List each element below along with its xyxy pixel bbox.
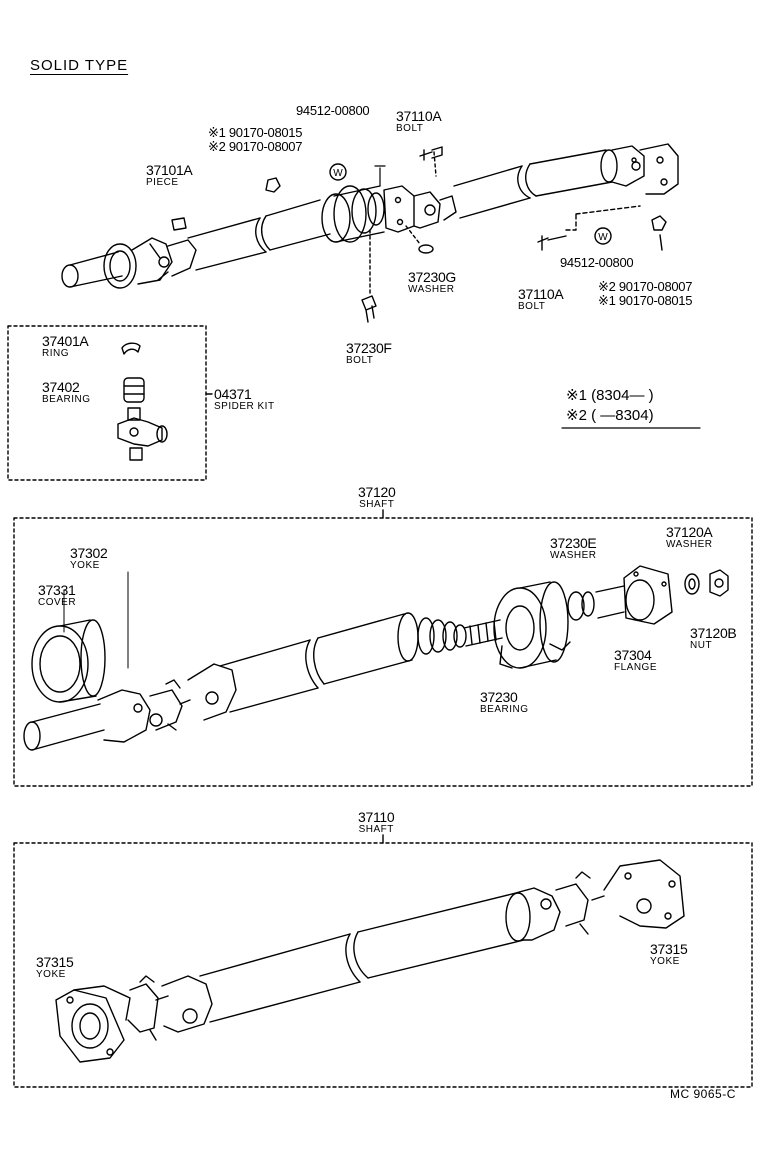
label-shaft-37120: 37120 SHAFT: [358, 484, 396, 510]
label-flange: 37304 FLANGE: [614, 648, 657, 673]
shaft-37120-part-number: 37120: [358, 484, 396, 500]
top-hardware: [171, 146, 667, 323]
bolt-top-part-number: 37110A: [396, 108, 442, 124]
cover-name: COVER: [38, 597, 77, 608]
washer-w-symbol-top: W: [333, 168, 343, 179]
nut-right-line2: ※1 90170-08015: [598, 293, 693, 308]
nut-top-line2: ※2 90170-08007: [208, 139, 303, 154]
washer-a-part-number: 37120A: [666, 524, 713, 540]
shaft-37120-drawing: [23, 565, 729, 751]
label-bolt-right: 37110A BOLT: [518, 286, 564, 312]
bearing-37230-part-number: 37230: [480, 689, 518, 705]
flange-name: FLANGE: [614, 662, 658, 673]
label-cover: 37331 COVER: [38, 583, 76, 608]
label-nut-b: 37120B NUT: [690, 625, 737, 651]
cover-part-number: 37331: [38, 582, 76, 598]
label-spider-kit: 04371 SPIDER KIT: [214, 387, 275, 412]
label-piece: 37101A PIECE: [146, 162, 193, 188]
top-driveshaft-assembly: [61, 143, 679, 289]
label-yoke-left: 37315 YOKE: [36, 954, 74, 980]
yoke-37302-name: YOKE: [70, 560, 100, 571]
label-washer-right: 94512-00800: [560, 255, 634, 270]
bolt-f-name: BOLT: [346, 355, 374, 366]
nut-top-line1: ※1 90170-08015: [208, 125, 303, 140]
ring-name: RING: [42, 348, 69, 359]
label-bearing-37230: 37230 BEARING: [480, 690, 529, 715]
nut-b-name: NUT: [690, 640, 713, 651]
yoke-left-part-number: 37315: [36, 954, 74, 970]
washer-g-name: WASHER: [408, 284, 455, 295]
label-washer-e: 37230E WASHER: [550, 536, 597, 561]
bolt-right-part-number: 37110A: [518, 286, 564, 302]
label-ring: 37401A RING: [42, 333, 89, 359]
shaft-37110-drawing: [55, 859, 685, 1063]
label-bearing-kit: 37402 BEARING: [42, 380, 91, 405]
nut-b-part-number: 37120B: [690, 625, 737, 641]
label-washer-g: 37230G WASHER: [408, 270, 456, 295]
piece-name: PIECE: [146, 177, 179, 188]
washer-e-part-number: 37230E: [550, 535, 597, 551]
label-bolt-top: 37110A BOLT: [396, 108, 442, 134]
spider-kit-part-number: 04371: [214, 386, 252, 402]
shaft-37110-part-number: 37110: [358, 809, 395, 825]
label-shaft-37110: 37110 SHAFT: [358, 809, 395, 835]
ring-part-number: 37401A: [42, 333, 89, 349]
washer-e-name: WASHER: [550, 550, 597, 561]
washer-w-symbol-right: W: [598, 232, 608, 243]
washer-a-name: WASHER: [666, 539, 713, 550]
bearing-37230-name: BEARING: [480, 704, 529, 715]
shaft-37120-name: SHAFT: [359, 499, 395, 510]
bearing-kit-part-number: 37402: [42, 379, 80, 395]
bolt-f-part-number: 37230F: [346, 340, 392, 356]
yoke-right-name: YOKE: [650, 956, 680, 967]
date-note-1: ※1 (8304— ): [566, 387, 654, 404]
label-bolt-f: 37230F BOLT: [346, 341, 392, 366]
label-washer-top: 94512-00800: [296, 103, 370, 118]
date-note-2: ※2 ( —8304): [566, 407, 654, 424]
bolt-right-name: BOLT: [518, 301, 546, 312]
spider-kit-name: SPIDER KIT: [214, 401, 275, 412]
spider-kit-box: [7, 325, 207, 481]
catalog-code: MC 9065-C: [670, 1087, 736, 1101]
label-yoke-right: 37315 YOKE: [650, 941, 688, 967]
shaft-37110-box: [13, 842, 753, 1088]
nut-right-line1: ※2 90170-08007: [598, 279, 693, 294]
yoke-right-part-number: 37315: [650, 941, 688, 957]
label-nut-alternates-top: ※1 90170-08015 ※2 90170-08007: [208, 126, 302, 153]
label-nut-alternates-right: ※2 90170-08007 ※1 90170-08015: [598, 280, 692, 307]
bolt-top-name: BOLT: [396, 123, 424, 134]
yoke-37302-part-number: 37302: [70, 545, 108, 561]
piece-part-number: 37101A: [146, 162, 193, 178]
flange-part-number: 37304: [614, 647, 652, 663]
label-washer-a: 37120A WASHER: [666, 525, 713, 550]
yoke-left-name: YOKE: [36, 969, 66, 980]
washer-g-part-number: 37230G: [408, 269, 457, 285]
page-title: SOLID TYPE: [30, 57, 129, 74]
spider-kit-parts: [117, 342, 168, 461]
shaft-37110-name: SHAFT: [358, 824, 394, 835]
bearing-kit-name: BEARING: [42, 394, 91, 405]
label-yoke-37302: 37302 YOKE: [70, 545, 108, 571]
